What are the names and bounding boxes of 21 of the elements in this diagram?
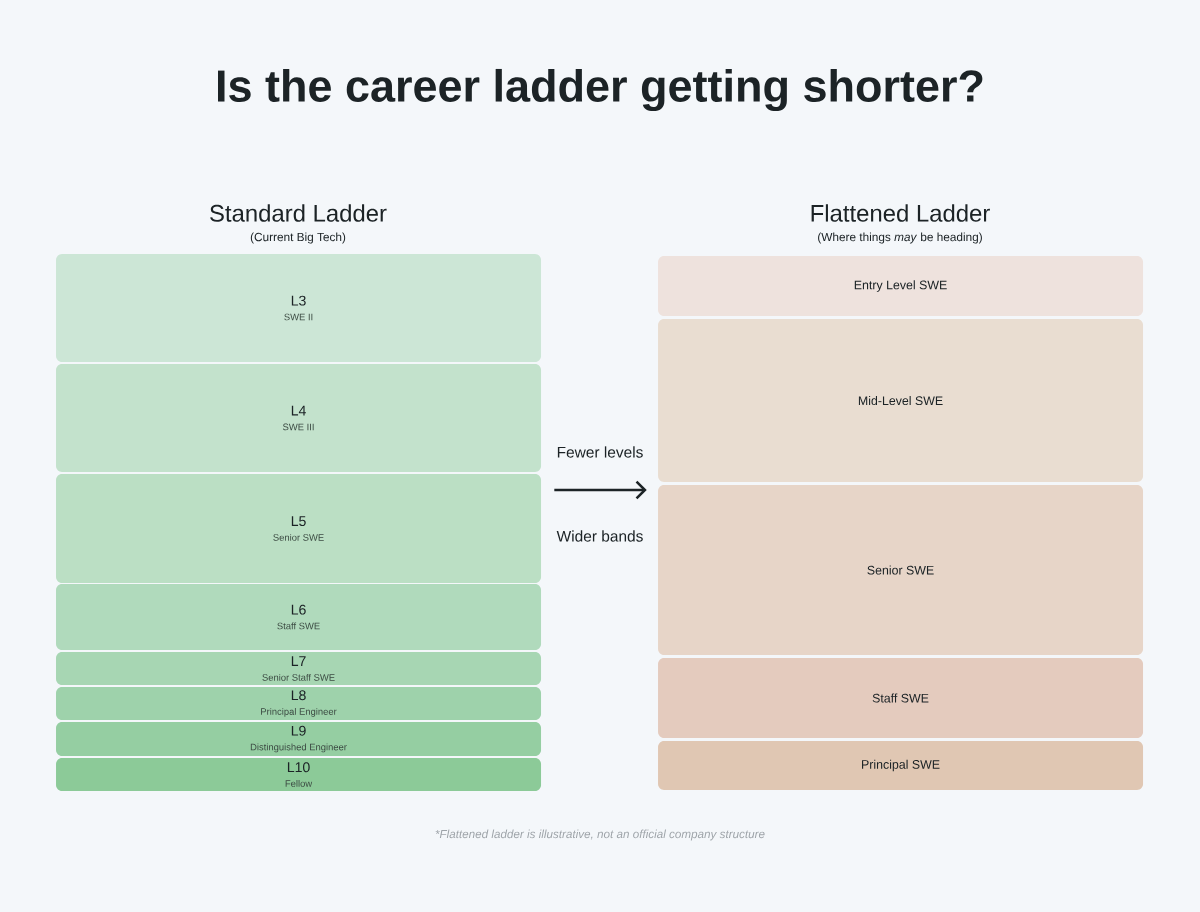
level-box: L6 Staff SWE — [56, 584, 542, 650]
arrow-caption: Wider bands — [556, 530, 643, 542]
level-box: Staff SWE — [658, 658, 1144, 738]
column-subtitle: (Where things may be heading) — [818, 232, 982, 244]
column-heading: Standard Ladder — [210, 204, 387, 222]
level-box: L3 SWE II — [56, 254, 542, 362]
arrow-caption: Fewer levels — [557, 446, 643, 458]
level-box: Senior SWE — [658, 485, 1144, 655]
level-box: Mid-Level SWE — [658, 319, 1144, 483]
level-box: L5 Senior SWE — [56, 474, 542, 584]
column-heading: Flattened Ladder — [811, 204, 990, 222]
level-box: Principal SWE — [658, 741, 1144, 790]
level-box: L9 Distinguished Engineer — [56, 722, 542, 756]
footnote: *Flattened ladder is illustrative, not an official company structure — [435, 829, 765, 841]
level-box: L10 Fellow — [56, 758, 542, 792]
title: Is the career ladder getting shorter? — [218, 68, 983, 112]
level-box: Entry Level SWE — [658, 256, 1144, 316]
level-box: L4 SWE III — [56, 364, 542, 472]
arrow — [554, 480, 647, 500]
level-box: L7 Senior Staff SWE — [56, 652, 542, 686]
level-box: L8 Principal Engineer — [56, 687, 542, 721]
